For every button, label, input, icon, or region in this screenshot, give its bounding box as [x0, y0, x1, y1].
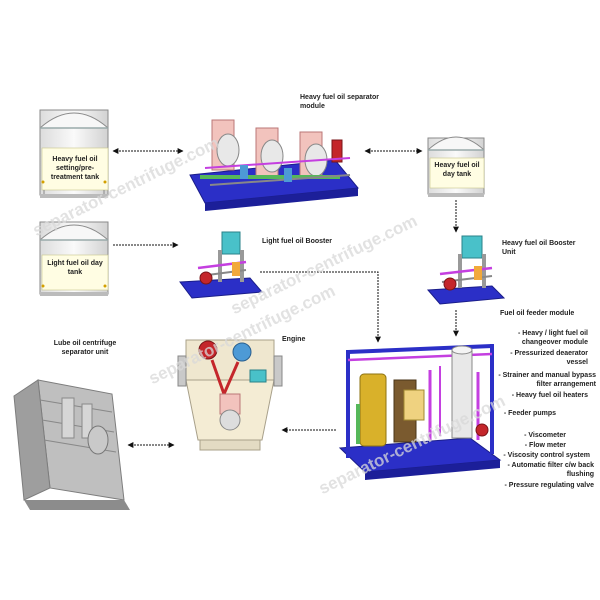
feeder-item-changeover: - Heavy / light fuel oil changeover modu…	[517, 330, 588, 346]
feeder-item-strainer: - Strainer and manual bypass filter arra…	[498, 372, 596, 388]
lfo-day-tank-icon	[39, 221, 109, 296]
label-engine: Engine	[282, 336, 306, 343]
hfo-day-tank-icon	[427, 136, 485, 197]
feeder-item-deaerator: - Pressurized deaerator vessel	[510, 350, 588, 366]
feeder-item-auto-filter: - Automatic filter c/w back flushing	[507, 462, 594, 478]
feeder-item-pressure-valve: - Pressure regulating valve	[504, 482, 594, 489]
label-lfo-booster: Light fuel oil Booster	[262, 238, 332, 245]
feeder-item-viscometer: - Viscometer	[524, 432, 566, 439]
flow-arrows	[112, 148, 459, 448]
label-fuel-oil-feeder-module: Fuel oil feeder module	[500, 310, 575, 317]
fuel-oil-feeder-module-icon	[338, 344, 502, 480]
label-hfo-booster: Heavy fuel oil Booster Unit	[502, 240, 576, 256]
feeder-item-flow-meter: - Flow meter	[524, 442, 566, 449]
feeder-item-viscosity-control: - Viscosity control system	[503, 452, 590, 459]
hfo-setting-tank-icon	[39, 109, 109, 198]
lfo-booster-icon	[179, 231, 264, 299]
feeder-item-heaters: - Heavy fuel oil heaters	[511, 392, 588, 399]
engine-icon	[177, 339, 283, 451]
label-hfo-separator-module: Heavy fuel oil separator module	[300, 94, 379, 110]
arrow-lfo-booster-to-feeder	[260, 271, 381, 343]
lube-oil-unit-icon	[13, 379, 130, 510]
label-hfo-setting-tank: Heavy fuel oil setting/pre-treatment tan…	[50, 156, 100, 181]
label-lfo-day-tank: Light fuel oil day tank	[47, 260, 103, 276]
feeder-item-pumps: - Feeder pumps	[503, 410, 556, 417]
label-hfo-day-tank: Heavy fuel oil day tank	[434, 162, 480, 178]
hfo-separator-module-icon	[189, 119, 359, 211]
label-lube-oil-unit: Lube oil centrifuge separator unit	[53, 340, 117, 356]
hfo-booster-icon	[426, 235, 506, 305]
